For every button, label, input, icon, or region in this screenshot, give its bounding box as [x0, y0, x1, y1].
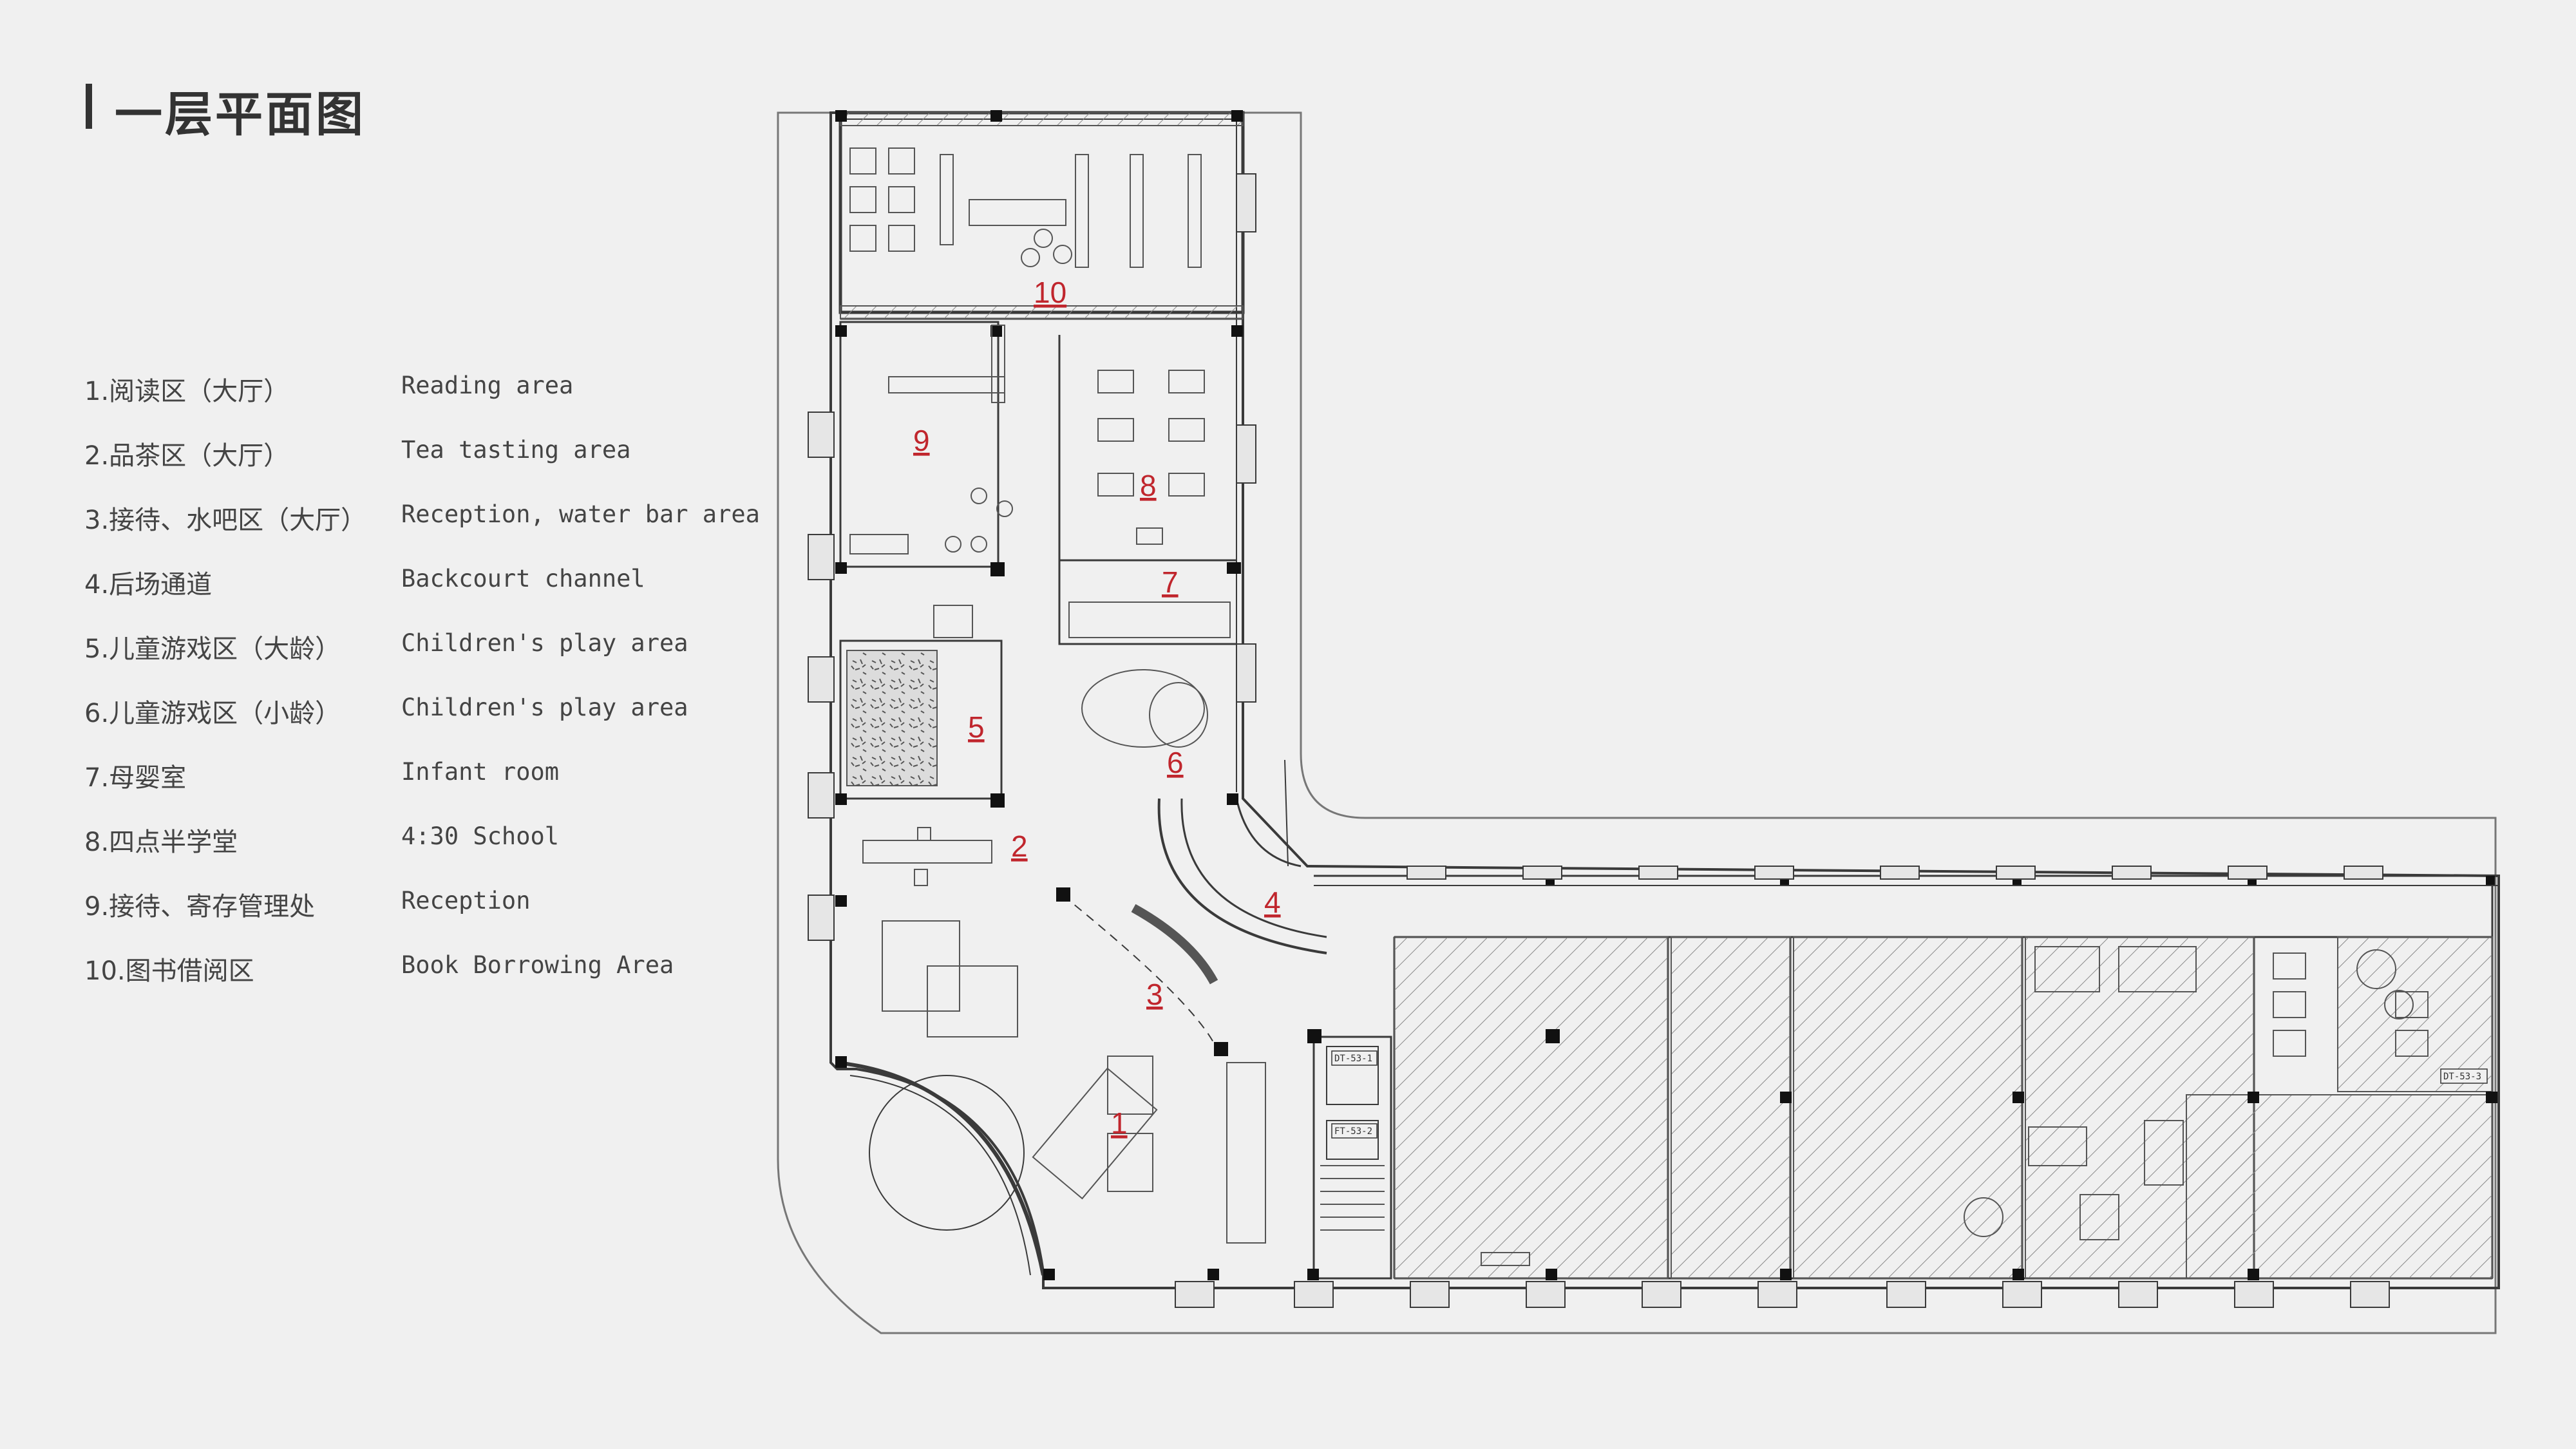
legend-cn: 5.儿童游戏区（大龄）: [84, 634, 341, 664]
zone-label-3: 3: [1146, 978, 1163, 1011]
page-title: 一层平面图: [115, 87, 366, 142]
elevator-tag: DT-53-3: [2443, 1072, 2481, 1082]
columns: [835, 110, 2497, 1280]
zone-label-6: 6: [1167, 746, 1184, 779]
legend-cn: 7.母婴室: [84, 763, 187, 793]
zone-label-10: 10: [1034, 276, 1066, 309]
legend-cn: 1.阅读区（大厅）: [84, 377, 290, 406]
zone-label-2: 2: [1011, 829, 1028, 863]
zone-label-1: 1: [1111, 1106, 1128, 1140]
legend-cn: 4.后场通道: [84, 570, 213, 600]
elevator-tags: DT-53-1 FT-53-2 DT-53-3: [1331, 1050, 2488, 1139]
legend-en: Book Borrowing Area: [401, 951, 674, 979]
legend-en: Reception, water bar area: [401, 500, 760, 528]
zone-label-7: 7: [1162, 565, 1179, 599]
legend-en: 4:30 School: [401, 822, 560, 850]
legend-en: Tea tasting area: [401, 436, 631, 464]
legend-en: Children's play area: [401, 629, 688, 657]
windows: [808, 173, 2390, 1308]
hatched-zones: [840, 112, 2493, 1279]
title-accent-bar: [86, 84, 92, 129]
legend-en: Children's play area: [401, 694, 688, 721]
legend-cn: 2.品茶区（大厅）: [84, 441, 290, 471]
site-boundary: [777, 111, 2497, 1334]
zone-label-9: 9: [913, 424, 930, 457]
elevator-tag: DT-53-1: [1334, 1054, 1372, 1064]
legend-en: Reception: [401, 887, 531, 914]
legend-cn: 6.儿童游戏区（小龄）: [84, 699, 341, 728]
zone-labels: 1 2 3 4 5 6 7 8 9 10: [913, 276, 1281, 1140]
elevator-tag: FT-53-2: [1334, 1126, 1372, 1137]
zone-label-8: 8: [1140, 469, 1157, 502]
legend-cn: 8.四点半学堂: [84, 828, 238, 857]
furniture: [849, 147, 2429, 1266]
zone-label-5: 5: [968, 710, 985, 744]
legend-cn: 3.接待、水吧区（大厅）: [84, 506, 367, 535]
legend-en: Backcourt channel: [401, 565, 645, 592]
legend-en: Infant room: [401, 758, 560, 786]
legend-cn: 9.接待、寄存管理处: [84, 892, 316, 922]
legend-en: Reading area: [401, 372, 574, 399]
zone-label-4: 4: [1264, 886, 1281, 919]
legend-cn: 10.图书借阅区: [84, 956, 254, 986]
